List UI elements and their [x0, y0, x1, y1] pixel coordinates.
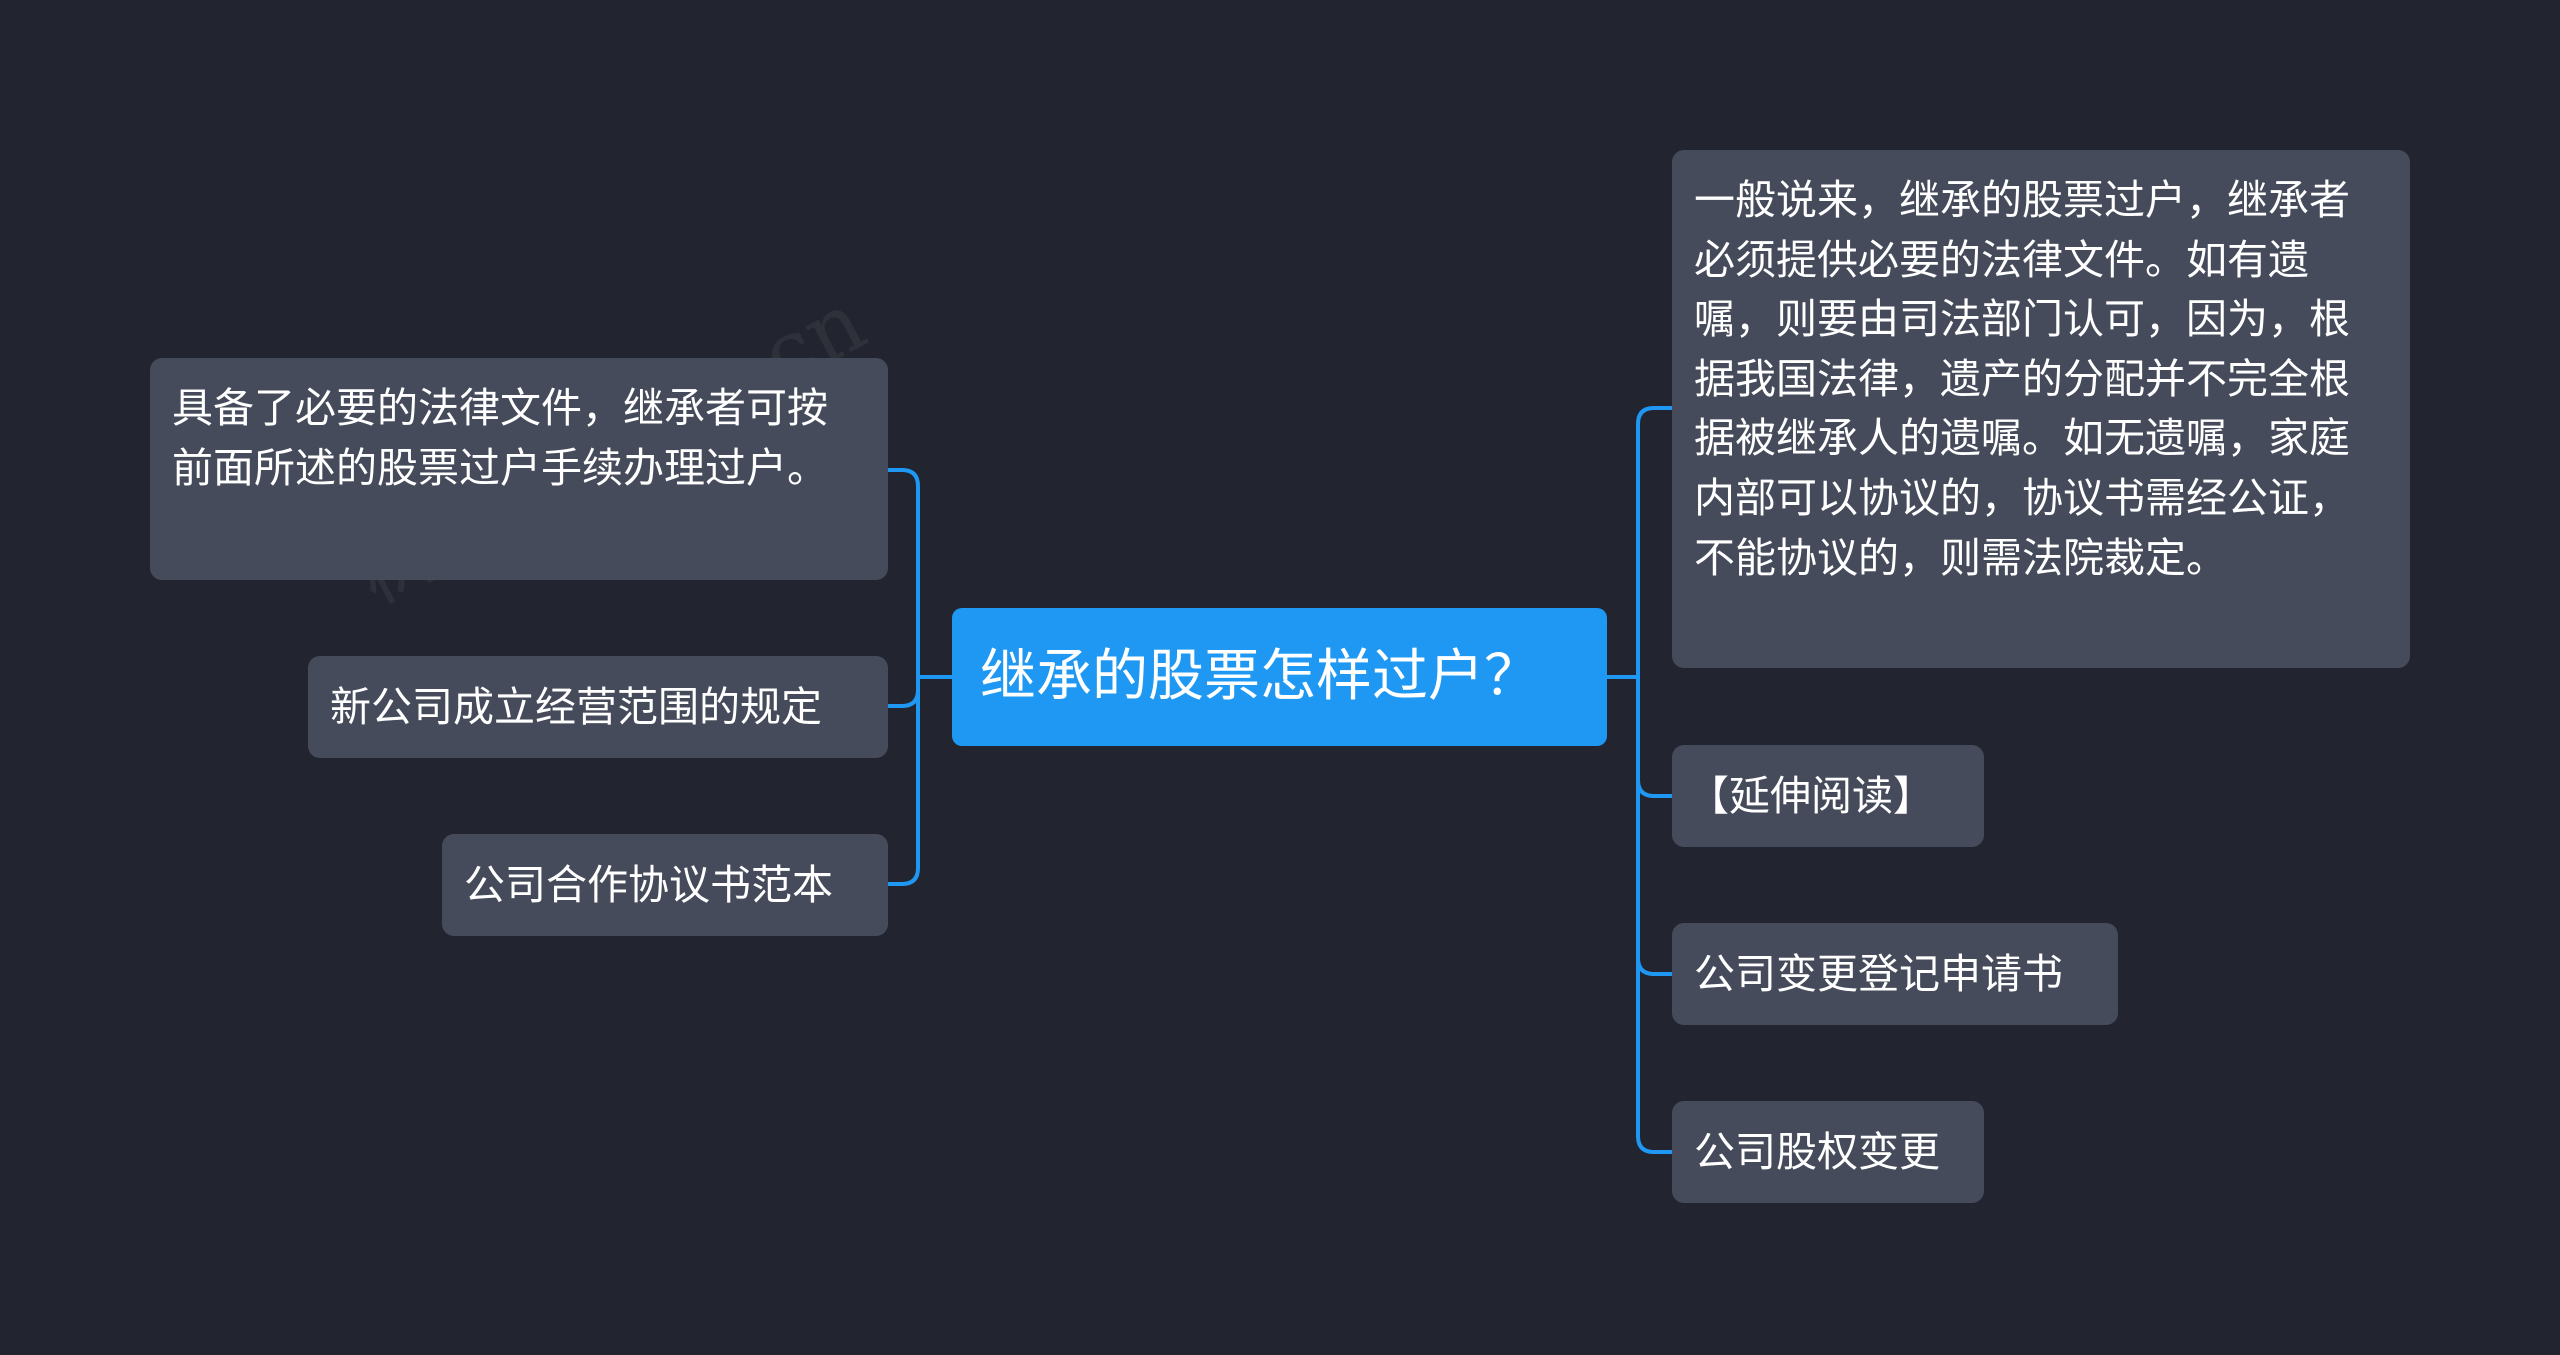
right-topic-1[interactable]: 一般说来，继承的股票过户，继承者必须提供必要的法律文件。如有遗嘱，则要由司法部门… [1672, 150, 2410, 668]
right-topic-2[interactable]: 【延伸阅读】 [1672, 745, 1984, 847]
right-topic-1-label: 一般说来，继承的股票过户，继承者必须提供必要的法律文件。如有遗嘱，则要由司法部门… [1694, 176, 2350, 582]
left-topic-1[interactable]: 具备了必要的法律文件，继承者可按前面所述的股票过户手续办理过户。 [150, 358, 888, 580]
left-topic-2-label: 新公司成立经营范围的规定 [330, 683, 822, 731]
root-topic[interactable]: 继承的股票怎样过户？ [952, 608, 1607, 746]
right-topic-3-label: 公司变更登记申请书 [1694, 950, 2063, 998]
connector-right-4 [1636, 675, 1674, 1154]
right-topic-3[interactable]: 公司变更登记申请书 [1672, 923, 2118, 1025]
connector-right-2 [1636, 675, 1674, 798]
left-topic-2[interactable]: 新公司成立经营范围的规定 [308, 656, 888, 758]
left-topic-3-label: 公司合作协议书范本 [464, 861, 833, 909]
right-topic-4-label: 公司股权变更 [1694, 1128, 1940, 1176]
right-topic-4[interactable]: 公司股权变更 [1672, 1101, 1984, 1203]
connector-right-1 [1636, 406, 1674, 679]
connector-left-1 [886, 468, 920, 679]
left-topic-3[interactable]: 公司合作协议书范本 [442, 834, 888, 936]
root-topic-label: 继承的股票怎样过户？ [980, 644, 1540, 709]
connector-left-2 [886, 675, 920, 708]
connector-left-3 [886, 675, 920, 886]
right-topic-2-label: 【延伸阅读】 [1688, 772, 1934, 820]
left-topic-1-label: 具备了必要的法律文件，继承者可按前面所述的股票过户手续办理过户。 [172, 384, 828, 492]
connector-right-3 [1636, 675, 1674, 976]
